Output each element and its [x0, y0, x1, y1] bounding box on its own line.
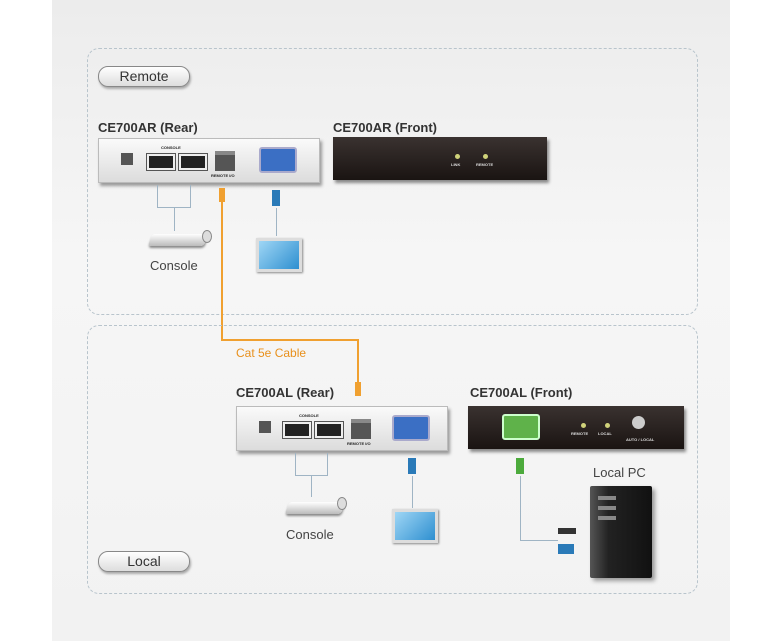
local-pc-label: Local PC: [593, 465, 646, 480]
vga-port: [502, 414, 540, 440]
cable-line: [412, 476, 413, 508]
vga-port: [259, 147, 297, 173]
auto-local-button: [632, 416, 645, 429]
rj45-plug-icon: [219, 188, 225, 202]
vga-plug-icon: [408, 458, 416, 474]
ce700ar-rear-device: CONSOLE REMOTE I/O: [98, 138, 320, 183]
ce700al-front-title: CE700AL (Front): [470, 385, 573, 400]
usb-port-keyboard: [314, 421, 344, 439]
mouse-icon: [202, 230, 212, 243]
local-led-label: LOCAL: [598, 431, 612, 436]
cable-label: Cat 5e Cable: [236, 346, 307, 360]
cable-line: [157, 185, 158, 207]
usb-plug-icon: [558, 528, 576, 534]
ce700al-front-device: REMOTE LOCAL AUTO / LOCAL: [468, 406, 684, 449]
usb-port-mouse: [146, 153, 176, 171]
link-led: [455, 154, 460, 159]
vga-plug-icon: [558, 544, 574, 554]
cable-line: [174, 207, 175, 231]
pc-tower-icon: [590, 486, 652, 578]
local-console-label: Console: [286, 527, 334, 542]
cable-line: [311, 475, 312, 497]
cable-line: [276, 208, 277, 236]
vga-port: [392, 415, 430, 441]
cat5e-cable-line: [221, 339, 359, 341]
usb-port-keyboard: [178, 153, 208, 171]
remote-zone: [87, 48, 698, 315]
remote-io-label: REMOTE I/O: [347, 441, 371, 446]
cable-line: [327, 453, 328, 475]
remote-led-label: REMOTE: [571, 431, 589, 436]
monitor-icon: [392, 509, 438, 543]
ce700ar-front-title: CE700AR (Front): [333, 120, 438, 135]
vga-plug-icon: [516, 458, 524, 474]
local-led: [605, 423, 610, 428]
console-port-label: CONSOLE: [299, 413, 319, 418]
remote-console-label: Console: [150, 258, 198, 273]
remote-led-label: REMOTE: [476, 162, 494, 167]
auto-local-label: AUTO / LOCAL: [626, 437, 655, 442]
cat5e-cable-line: [221, 200, 223, 341]
ce700al-rear-title: CE700AL (Rear): [236, 385, 335, 400]
ce700ar-front-device: LINK REMOTE: [333, 137, 547, 180]
rj45-plug-icon: [355, 382, 361, 396]
power-jack-icon: [259, 421, 271, 433]
remote-zone-label: Remote: [98, 66, 190, 87]
console-port-label: CONSOLE: [161, 145, 181, 150]
ce700ar-rear-title: CE700AR (Rear): [98, 120, 198, 135]
ce700al-rear-device: CONSOLE REMOTE I/O: [236, 406, 448, 451]
rj45-port: [215, 151, 235, 171]
link-led-label: LINK: [451, 162, 461, 167]
keyboard-icon: [147, 234, 209, 246]
usb-port-mouse: [282, 421, 312, 439]
remote-io-label: REMOTE I/O: [211, 173, 235, 178]
cable-line: [520, 476, 521, 540]
cable-line: [190, 185, 191, 207]
remote-led: [581, 423, 586, 428]
local-zone: [87, 325, 698, 594]
cable-line: [295, 453, 296, 475]
local-zone-label: Local: [98, 551, 190, 572]
monitor-icon: [256, 238, 302, 272]
vga-plug-icon: [272, 190, 280, 206]
cat5e-cable-line: [357, 339, 359, 385]
power-jack-icon: [121, 153, 133, 165]
cable-line: [520, 540, 558, 541]
remote-led: [483, 154, 488, 159]
mouse-icon: [337, 497, 347, 510]
rj45-port: [351, 419, 371, 439]
